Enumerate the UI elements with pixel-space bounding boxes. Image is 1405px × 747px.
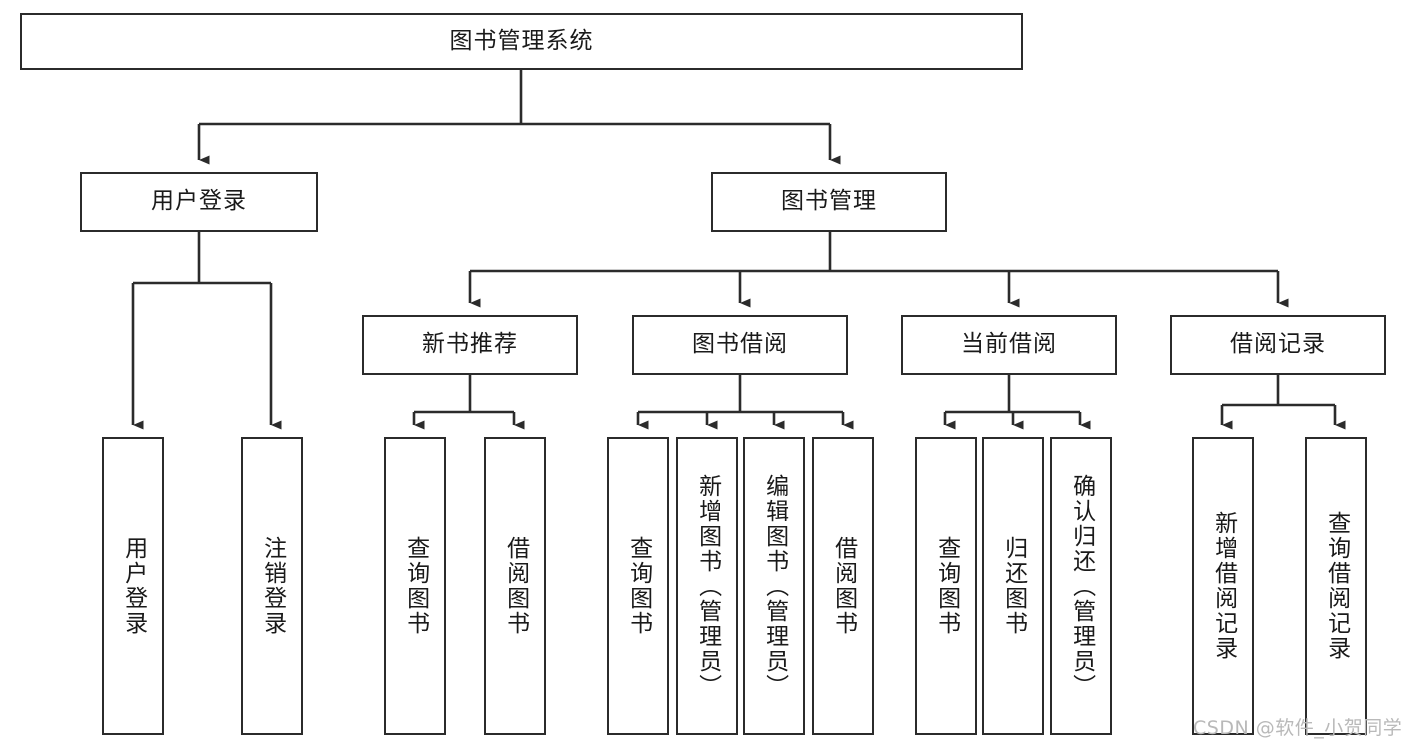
node-leaf-logout[interactable]: 注销登录 <box>241 437 303 735</box>
node-new-book-recommend[interactable]: 新书推荐 <box>362 315 578 375</box>
node-label: 当前借阅 <box>961 331 1057 358</box>
node-label: 确认归还（管理员） <box>1068 473 1095 699</box>
node-label: 查询图书 <box>625 536 652 636</box>
node-label: 查询图书 <box>933 536 960 636</box>
node-label: 查询图书 <box>402 536 429 636</box>
node-leaf-borrowrecord-add-record[interactable]: 新增借阅记录 <box>1192 437 1254 735</box>
node-user-login[interactable]: 用户登录 <box>80 172 318 232</box>
node-label: 注销登录 <box>259 536 286 636</box>
node-label: 借阅图书 <box>502 536 529 636</box>
node-label: 编辑图书（管理员） <box>761 473 788 699</box>
node-book-management[interactable]: 图书管理 <box>711 172 947 232</box>
node-leaf-user-login[interactable]: 用户登录 <box>102 437 164 735</box>
node-label: 图书管理 <box>781 188 877 215</box>
node-book-borrow[interactable]: 图书借阅 <box>632 315 848 375</box>
node-root-book-management-system[interactable]: 图书管理系统 <box>20 13 1023 70</box>
node-leaf-currentborrow-confirm-return-admin[interactable]: 确认归还（管理员） <box>1050 437 1112 735</box>
node-leaf-bookborrow-query-book[interactable]: 查询图书 <box>607 437 669 735</box>
node-leaf-currentborrow-return-book[interactable]: 归还图书 <box>982 437 1044 735</box>
node-current-borrow[interactable]: 当前借阅 <box>901 315 1117 375</box>
node-label: 用户登录 <box>120 536 147 636</box>
node-label: 借阅图书 <box>830 536 857 636</box>
node-label: 图书管理系统 <box>449 27 594 54</box>
node-label: 查询借阅记录 <box>1323 511 1350 661</box>
node-label: 借阅记录 <box>1230 331 1326 358</box>
node-label: 归还图书 <box>1000 536 1027 636</box>
node-leaf-newbook-borrow-book[interactable]: 借阅图书 <box>484 437 546 735</box>
node-label: 新增借阅记录 <box>1210 511 1237 661</box>
node-leaf-currentborrow-query-book[interactable]: 查询图书 <box>915 437 977 735</box>
node-label: 新增图书（管理员） <box>694 473 721 699</box>
node-label: 图书借阅 <box>692 331 788 358</box>
node-borrow-record[interactable]: 借阅记录 <box>1170 315 1386 375</box>
node-leaf-bookborrow-edit-book-admin[interactable]: 编辑图书（管理员） <box>743 437 805 735</box>
node-leaf-newbook-query-book[interactable]: 查询图书 <box>384 437 446 735</box>
node-label: 用户登录 <box>151 188 247 215</box>
node-leaf-bookborrow-add-book-admin[interactable]: 新增图书（管理员） <box>676 437 738 735</box>
node-label: 新书推荐 <box>422 331 518 358</box>
node-leaf-bookborrow-borrow-book[interactable]: 借阅图书 <box>812 437 874 735</box>
node-leaf-borrowrecord-query-record[interactable]: 查询借阅记录 <box>1305 437 1367 735</box>
